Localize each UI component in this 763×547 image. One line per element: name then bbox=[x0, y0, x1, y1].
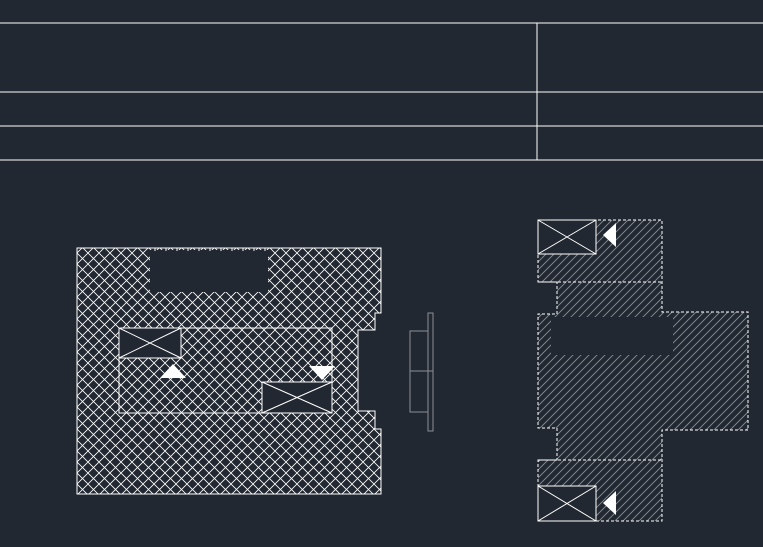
front-view-top-slot bbox=[150, 250, 268, 292]
front-view-slot-ticks bbox=[154, 248, 266, 251]
bearing-marker-icon bbox=[537, 485, 597, 522]
bearing-marker-icon bbox=[537, 219, 597, 255]
front-view bbox=[76, 247, 382, 495]
front-view-inner-frame bbox=[118, 327, 333, 414]
side-profile bbox=[409, 312, 434, 432]
arrow-left-icon bbox=[603, 223, 616, 247]
arrow-up-icon bbox=[160, 364, 186, 378]
title-block bbox=[0, 22, 763, 161]
section-view bbox=[537, 219, 749, 522]
arrow-left-icon bbox=[603, 491, 616, 515]
bearing-marker-icon bbox=[261, 381, 333, 414]
section-view-bore bbox=[551, 317, 673, 355]
bearing-marker-icon bbox=[118, 327, 182, 359]
front-view-body bbox=[76, 247, 382, 495]
arrow-down-icon bbox=[309, 366, 335, 380]
